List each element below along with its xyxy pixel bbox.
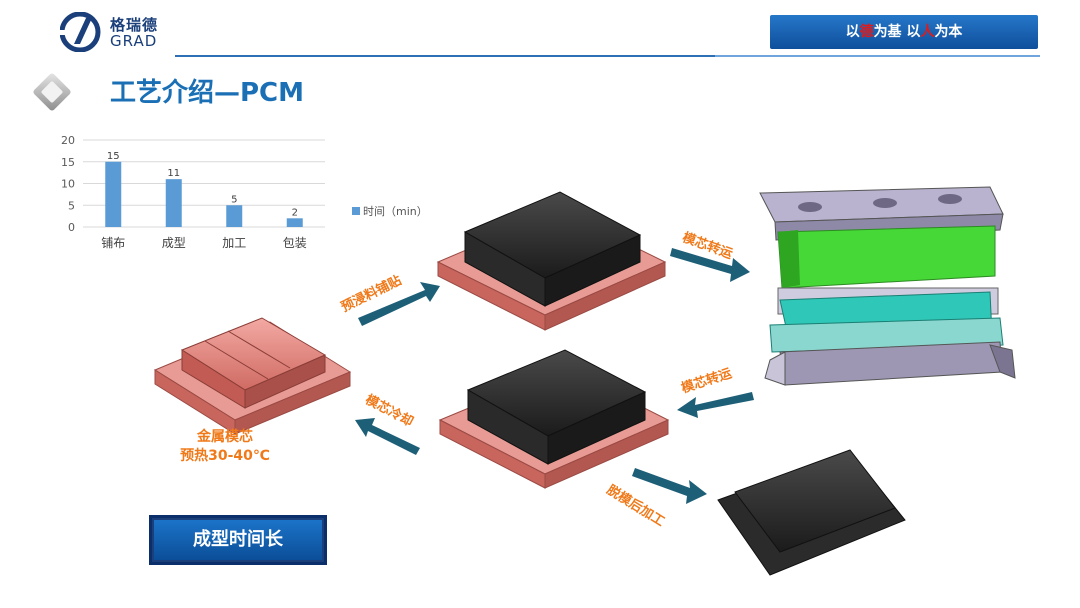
- slogan-banner: 以德为基 以人为本: [770, 15, 1038, 49]
- logo-chinese-name: 格瑞德: [110, 16, 159, 34]
- y-tick-label: 20: [61, 134, 75, 147]
- data-label: 11: [167, 168, 180, 179]
- arrow-prepreg: [358, 282, 440, 326]
- diamond-bullet-icon: [33, 73, 71, 111]
- x-tick-label: 包装: [283, 236, 307, 250]
- molding-press: [759, 186, 1016, 386]
- x-tick-label: 成型: [162, 236, 186, 250]
- long-molding-time-banner: 成型时间长: [152, 518, 324, 562]
- y-tick-label: 5: [68, 199, 75, 212]
- bar: [165, 179, 182, 227]
- metal-mold-core: [153, 317, 352, 435]
- grad-logo-icon: [60, 12, 101, 52]
- cooling-mold-core: [438, 349, 670, 489]
- arrow-transfer-to-press: [670, 248, 750, 282]
- preheat-caption: 金属模芯 预热30-40℃: [160, 428, 290, 466]
- y-tick-label: 15: [61, 156, 75, 169]
- header-divider-light: [715, 55, 1040, 57]
- finished-part: [717, 449, 906, 576]
- logo-english-name: GRAD: [110, 32, 158, 50]
- y-tick-label: 0: [68, 221, 75, 234]
- legend-label: 时间（min）: [363, 205, 428, 218]
- bar: [286, 218, 303, 227]
- bar: [226, 205, 243, 227]
- process-time-bar-chart: 0 5 10 15 20 15 铺布 11 成型 5 加工 2 包装: [61, 134, 325, 250]
- data-label: 5: [231, 194, 237, 205]
- data-label: 15: [107, 151, 120, 162]
- arrow-cooling: [355, 418, 420, 455]
- bar: [105, 161, 122, 227]
- preheat-caption-line1: 金属模芯: [197, 429, 253, 445]
- legend-swatch: [352, 207, 360, 215]
- arrow-transfer-back: [677, 392, 754, 418]
- data-label: 2: [292, 207, 298, 218]
- header-divider: [175, 55, 715, 57]
- page-title: 工艺介绍—PCM: [110, 78, 305, 108]
- x-tick-label: 铺布: [101, 236, 125, 250]
- y-tick-label: 10: [61, 178, 75, 191]
- chart-legend: 时间（min）: [352, 203, 428, 219]
- prepreg-laid-mold: [436, 191, 667, 331]
- preheat-caption-line2: 预热30-40℃: [180, 448, 270, 464]
- arrow-demold: [632, 468, 707, 504]
- x-tick-label: 加工: [222, 236, 246, 250]
